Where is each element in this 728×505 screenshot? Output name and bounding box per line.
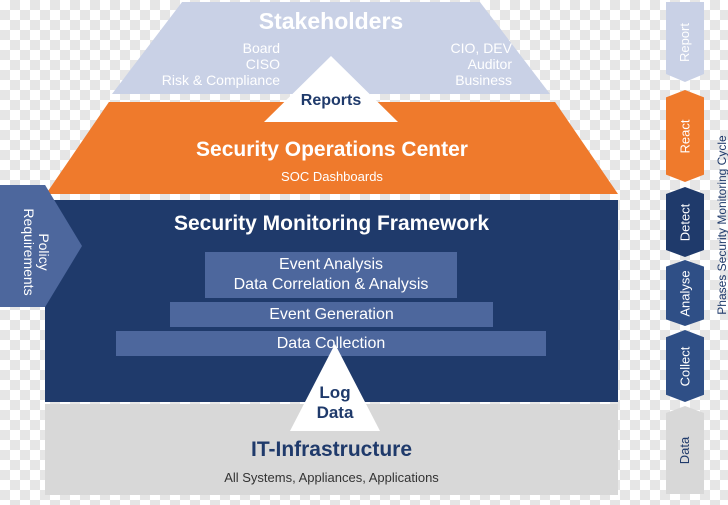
framework-title: Security Monitoring Framework [173, 212, 490, 235]
phase-report-label: Report [677, 22, 693, 62]
soc-subtitle: SOC Dashboards [281, 169, 383, 184]
phase-detect-label: Detect [677, 203, 693, 241]
phase-collect: Collect [666, 330, 704, 402]
cycle-label: Phases Security Monitoring Cycle [715, 135, 728, 315]
log-data-label: Log Data [290, 383, 380, 423]
stakeholders-left-list: Board CISO Risk & Compliance [150, 40, 280, 88]
phase-report: Report [666, 2, 704, 82]
infrastructure-subtitle: All Systems, Appliances, Applications [224, 470, 439, 485]
event-analysis-line: Event Analysis [278, 256, 384, 273]
phase-react-label: React [677, 119, 693, 153]
policy-label: Policy Requirements [11, 197, 52, 307]
event-analysis-bar: Event Analysis Data Correlation & Analys… [205, 252, 457, 298]
phase-analyse-label: Analyse [677, 269, 693, 317]
stakeholders-right-list: CIO, DEV Auditor Business [400, 40, 512, 88]
phase-react: React [666, 90, 704, 182]
stakeholder-item: Business [455, 72, 512, 88]
soc-title: Security Operations Center [196, 138, 468, 161]
infrastructure-title: IT-Infrastructure [250, 438, 413, 461]
stakeholders-title: Stakeholders [258, 8, 404, 34]
phase-analyse: Analyse [666, 260, 704, 326]
phase-data: Data [666, 406, 704, 494]
stakeholder-item: CIO, DEV [450, 40, 512, 56]
log-data-line: Data [316, 403, 354, 422]
reports-label: Reports [300, 92, 362, 109]
stakeholder-item: Risk & Compliance [161, 72, 280, 88]
event-analysis-line: Data Correlation & Analysis [233, 276, 429, 293]
event-generation-bar: Event Generation [170, 302, 493, 327]
stakeholder-item: Board [242, 40, 280, 56]
stakeholder-item: CISO [245, 56, 280, 72]
phase-detect: Detect [666, 187, 704, 257]
phase-data-label: Data [677, 436, 693, 464]
phase-collect-label: Collect [677, 346, 693, 386]
log-data-line: Log [319, 383, 351, 402]
policy-line: Policy [36, 233, 52, 271]
stakeholder-item: Auditor [467, 56, 512, 72]
policy-line: Requirements [21, 208, 37, 296]
